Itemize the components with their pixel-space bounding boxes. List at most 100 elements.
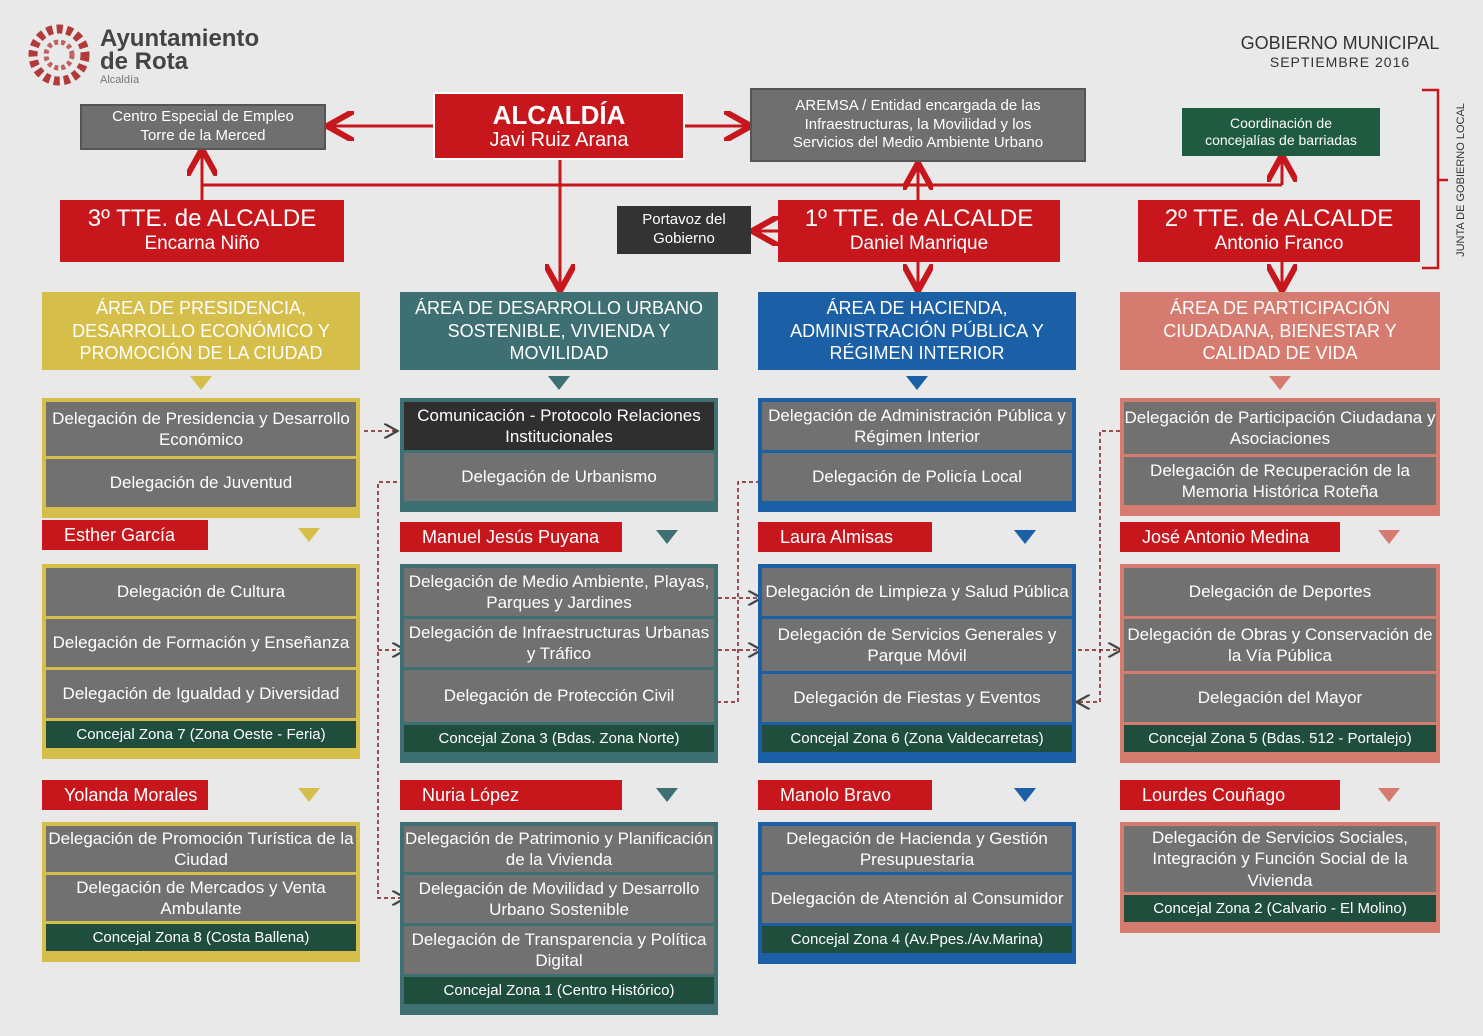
delegation-item[interactable]: Delegación de Infraestructuras Urbanas y…: [404, 619, 714, 667]
concejal-zone[interactable]: Concejal Zona 3 (Bdas. Zona Norte): [404, 725, 714, 752]
delegation-item[interactable]: Delegación de Presidencia y Desarrollo E…: [46, 402, 356, 456]
delegation-item[interactable]: Delegación de Fiestas y Eventos: [762, 674, 1072, 722]
area-header-line: MOVILIDAD: [509, 343, 609, 364]
delegation-item[interactable]: Delegación de Recuperación de la Memoria…: [1124, 457, 1436, 505]
aremsa-line1: AREMSA / Entidad encargada de las: [795, 96, 1041, 114]
delegation-panel: Delegación de Promoción Turística de la …: [42, 822, 360, 962]
portavoz-line1: Portavoz del: [642, 211, 726, 229]
person-name: Yolanda Morales: [42, 780, 208, 810]
concejal-zone[interactable]: Concejal Zona 4 (Av.Ppes./Av.Marina): [762, 926, 1072, 953]
delegation-item[interactable]: Delegación de Servicios Generales y Parq…: [762, 619, 1072, 671]
side-label: JUNTA DE GOBIERNO LOCAL: [1455, 103, 1468, 257]
portavoz-line2: Gobierno: [653, 230, 715, 247]
logo-text: Ayuntamiento de Rota Alcaldía: [100, 25, 260, 86]
centro-line1: Centro Especial de Empleo: [112, 108, 294, 126]
delegation-item[interactable]: Delegación de Transparencia y Política D…: [404, 926, 714, 974]
area-header-line: PROMOCIÓN DE LA CIUDAD: [79, 343, 323, 364]
area-header-line: CALIDAD DE VIDA: [1202, 343, 1358, 364]
down-arrow-icon: [1014, 530, 1036, 544]
area-header-line: SOSTENIBLE, VIVIENDA Y: [447, 320, 671, 341]
delegation-panel: Delegación de Participación Ciudadana y …: [1120, 398, 1440, 516]
concejal-zone[interactable]: Concejal Zona 6 (Zona Valdecarretas): [762, 725, 1072, 752]
concejal-zone[interactable]: Concejal Zona 8 (Costa Ballena): [46, 924, 356, 951]
delegation-item[interactable]: Delegación de Policía Local: [762, 453, 1072, 501]
area-header-line: CIUDADANA, BIENESTAR Y: [1163, 320, 1397, 341]
tte-3-box: 3º TTE. de ALCALDE Encarna Niño: [60, 200, 344, 262]
delegation-item[interactable]: Delegación de Administración Pública y R…: [762, 402, 1072, 450]
delegation-item[interactable]: Delegación de Medio Ambiente, Playas, Pa…: [404, 568, 714, 616]
person-name: José Antonio Medina: [1120, 522, 1340, 552]
tte-3-title: 3º TTE. de ALCALDE: [87, 205, 317, 233]
delegation-panel: Delegación de Servicios Sociales, Integr…: [1120, 822, 1440, 933]
delegation-item[interactable]: Delegación de Movilidad y Desarrollo Urb…: [404, 875, 714, 923]
delegation-item[interactable]: Delegación de Deportes: [1124, 568, 1436, 616]
concejal-zone[interactable]: Concejal Zona 7 (Zona Oeste - Feria): [46, 721, 356, 748]
alcaldia-box: ALCALDÍA Javi Ruiz Arana: [433, 92, 685, 160]
delegation-panel: Delegación de Hacienda y Gestión Presupu…: [758, 822, 1076, 964]
alcaldia-name: Javi Ruiz Arana: [489, 129, 629, 152]
area-header: ÁREA DE HACIENDA,ADMINISTRACIÓN PÚBLICA …: [758, 292, 1076, 370]
coordinacion-box: Coordinación de concejalías de barriadas: [1182, 108, 1380, 156]
delegation-item[interactable]: Delegación de Promoción Turística de la …: [46, 826, 356, 872]
concejal-zone[interactable]: Concejal Zona 2 (Calvario - El Molino): [1124, 895, 1436, 922]
delegation-panel: Delegación de Patrimonio y Planificación…: [400, 822, 718, 1015]
delegation-item[interactable]: Delegación de Juventud: [46, 459, 356, 507]
delegation-item[interactable]: Delegación de Igualdad y Diversidad: [46, 670, 356, 718]
area-header: ÁREA DE PRESIDENCIA,DESARROLLO ECONÓMICO…: [42, 292, 360, 370]
area-header-line: ÁREA DE DESARROLLO URBANO: [414, 298, 704, 319]
concejal-zone[interactable]: Concejal Zona 1 (Centro Histórico): [404, 977, 714, 1004]
area-header-line: ÁREA DE PRESIDENCIA,: [95, 298, 307, 319]
delegation-item[interactable]: Delegación de Patrimonio y Planificación…: [404, 826, 714, 872]
logo-line3: Alcaldía: [100, 73, 140, 86]
tte-1-name: Daniel Manrique: [849, 232, 989, 254]
down-arrow-icon: [1014, 788, 1036, 802]
delegation-panel: Comunicación - Protocolo Relaciones Inst…: [400, 398, 718, 512]
delegation-item[interactable]: Comunicación - Protocolo Relaciones Inst…: [404, 402, 714, 450]
delegation-item[interactable]: Delegación de Participación Ciudadana y …: [1124, 402, 1436, 454]
down-arrow-icon: [1378, 788, 1400, 802]
down-arrow-icon: [906, 376, 928, 390]
header-title: GOBIERNO MUNICIPAL: [1240, 33, 1440, 53]
delegation-item[interactable]: Delegación de Atención al Consumidor: [762, 875, 1072, 923]
delegation-item[interactable]: Delegación de Protección Civil: [404, 670, 714, 722]
delegation-panel: Delegación de Medio Ambiente, Playas, Pa…: [400, 564, 718, 763]
concejal-zone[interactable]: Concejal Zona 5 (Bdas. 512 - Portalejo): [1124, 725, 1436, 752]
area-header-line: ÁREA DE PARTICIPACIÓN: [1169, 298, 1391, 319]
tte-2-title: 2º TTE. de ALCALDE: [1164, 205, 1394, 233]
tte-2-box: 2º TTE. de ALCALDE Antonio Franco: [1138, 200, 1420, 262]
logo-emblem: [26, 22, 92, 88]
delegation-panel: Delegación de Presidencia y Desarrollo E…: [42, 398, 360, 518]
delegation-item[interactable]: Delegación de Formación y Enseñanza: [46, 619, 356, 667]
logo-line1: Ayuntamiento: [100, 25, 260, 52]
area-header-line: ÁREA DE HACIENDA,: [826, 298, 1008, 319]
delegation-item[interactable]: Delegación de Mercados y Venta Ambulante: [46, 875, 356, 921]
delegation-item[interactable]: Delegación de Servicios Sociales, Integr…: [1124, 826, 1436, 892]
area-header-line: DESARROLLO ECONÓMICO Y: [72, 320, 330, 341]
person-name: Manolo Bravo: [758, 780, 932, 810]
delegation-item[interactable]: Delegación de Limpieza y Salud Pública: [762, 568, 1072, 616]
delegation-item[interactable]: Delegación de Urbanismo: [404, 453, 714, 501]
tte-1-title: 1º TTE. de ALCALDE: [804, 205, 1034, 233]
tte-3-name: Encarna Niño: [144, 232, 260, 254]
down-arrow-icon: [298, 788, 320, 802]
area-header-line: RÉGIMEN INTERIOR: [829, 343, 1005, 364]
delegation-item[interactable]: Delegación de Cultura: [46, 568, 356, 616]
aremsa-line3: Servicios del Medio Ambiente Urbano: [792, 134, 1044, 152]
delegation-panel: Delegación de Administración Pública y R…: [758, 398, 1076, 512]
person-name: Lourdes Couñago: [1120, 780, 1340, 810]
centro-line2: Torre de la Merced: [140, 127, 266, 144]
down-arrow-icon: [656, 788, 678, 802]
coordinacion-line2: concejalías de barriadas: [1205, 132, 1357, 148]
header: GOBIERNO MUNICIPAL SEPTIEMBRE 2016: [1220, 33, 1460, 70]
logo-line2: de Rota: [100, 47, 189, 75]
side-label-wrap: JUNTA DE GOBIERNO LOCAL: [1452, 90, 1470, 270]
delegation-item[interactable]: Delegación de Hacienda y Gestión Presupu…: [762, 826, 1072, 872]
delegation-item[interactable]: Delegación del Mayor: [1124, 674, 1436, 722]
delegation-item[interactable]: Delegación de Obras y Conservación de la…: [1124, 619, 1436, 671]
